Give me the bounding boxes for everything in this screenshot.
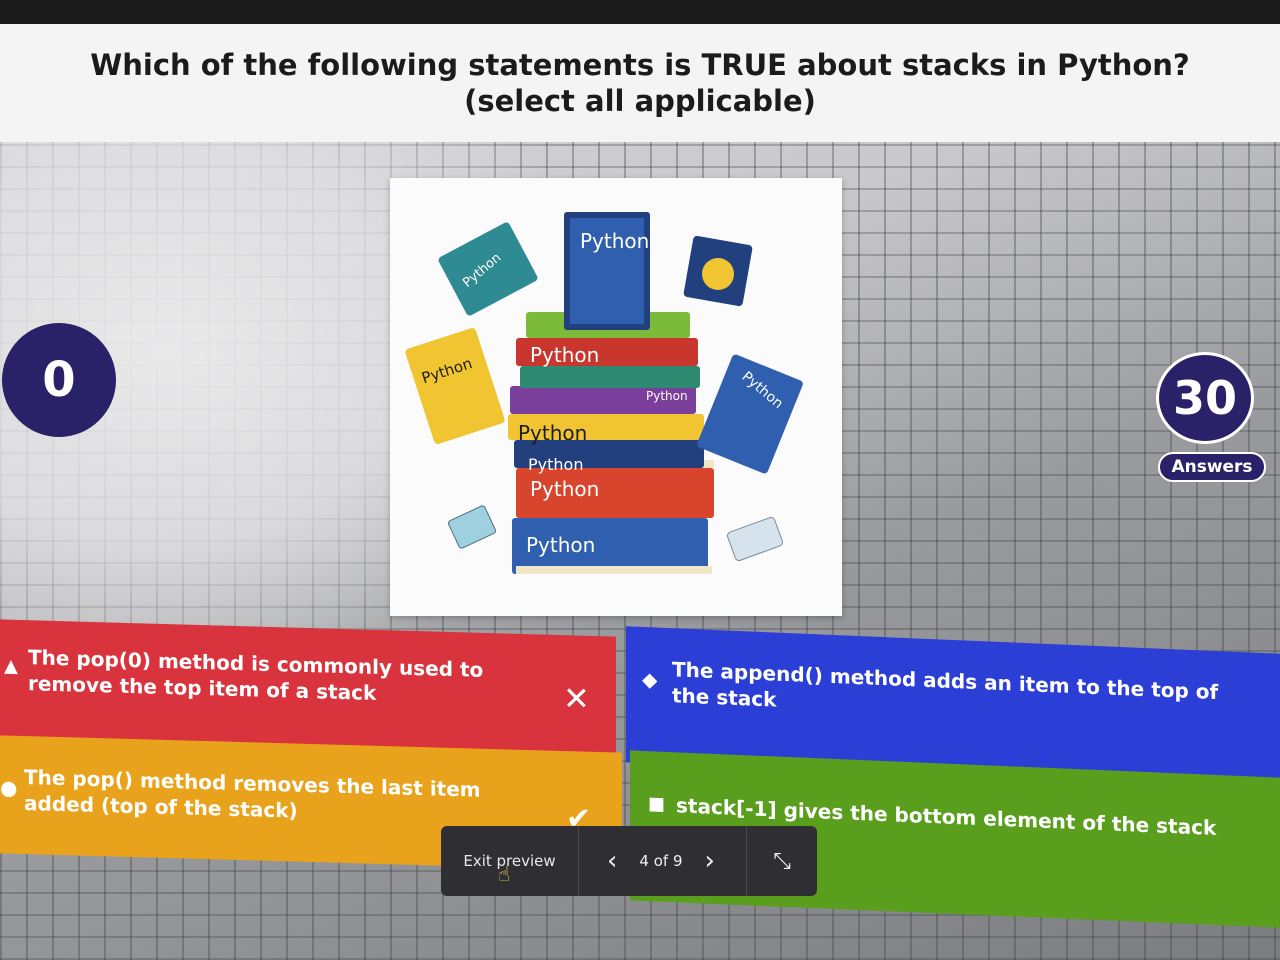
answer-option-text: The pop() method removes the last item a… xyxy=(24,764,481,823)
answer-option-text: The pop(0) method is commonly used to re… xyxy=(28,645,484,705)
answers-count-value: 30 xyxy=(1172,371,1237,425)
square-icon: ■ xyxy=(648,793,666,815)
chevron-right-icon[interactable]: › xyxy=(704,846,715,876)
flying-book-yellow: Python xyxy=(405,328,505,444)
diamond-icon: ◆ xyxy=(642,666,658,692)
flying-book-right: Python xyxy=(697,354,803,474)
triangle-icon: ▲ xyxy=(4,655,18,677)
book-label: Python xyxy=(530,343,599,367)
answers-label: Answers xyxy=(1158,452,1266,482)
exit-preview-button[interactable]: Exit preview xyxy=(441,826,579,896)
answer-option-text: The append() method adds an item to the … xyxy=(672,657,1219,712)
question-image: Python Python Python Python Python Pytho… xyxy=(390,178,842,616)
book-labels: Python Python Python Python Python Pytho… xyxy=(518,229,688,557)
incorrect-x-icon: ✕ xyxy=(563,679,590,718)
slide-navigation: ‹ 4 of 9 › xyxy=(579,826,747,896)
answers-label-text: Answers xyxy=(1171,457,1253,477)
question-text: Which of the following statements is TRU… xyxy=(90,48,1190,118)
book-label: Python xyxy=(518,421,587,445)
flying-book-top-right xyxy=(683,235,753,307)
book-label: Python xyxy=(580,229,649,253)
book-label: Python xyxy=(646,389,688,403)
answers-count: 30 xyxy=(1156,352,1254,444)
page-counter: 4 of 9 xyxy=(639,852,683,870)
top-bezel xyxy=(0,0,1280,26)
timer-value: 0 xyxy=(42,352,76,408)
book-label: Python xyxy=(526,533,595,557)
hand-cursor-icon: ☝ xyxy=(498,862,511,886)
question-banner: Which of the following statements is TRU… xyxy=(0,24,1280,142)
card-icon xyxy=(448,505,496,549)
circle-icon: ● xyxy=(0,775,18,800)
flying-book-left: Python xyxy=(438,222,538,316)
preview-toolbar: Exit preview ‹ 4 of 9 › ⤡ xyxy=(441,826,817,896)
timer: 0 xyxy=(2,323,116,437)
chevron-left-icon[interactable]: ‹ xyxy=(607,846,618,876)
calculator-icon xyxy=(727,516,783,562)
fullscreen-icon[interactable]: ⤡ xyxy=(773,848,791,874)
book-label: Python xyxy=(530,477,599,501)
book-label: Python xyxy=(528,455,583,474)
book-stack xyxy=(508,212,714,574)
